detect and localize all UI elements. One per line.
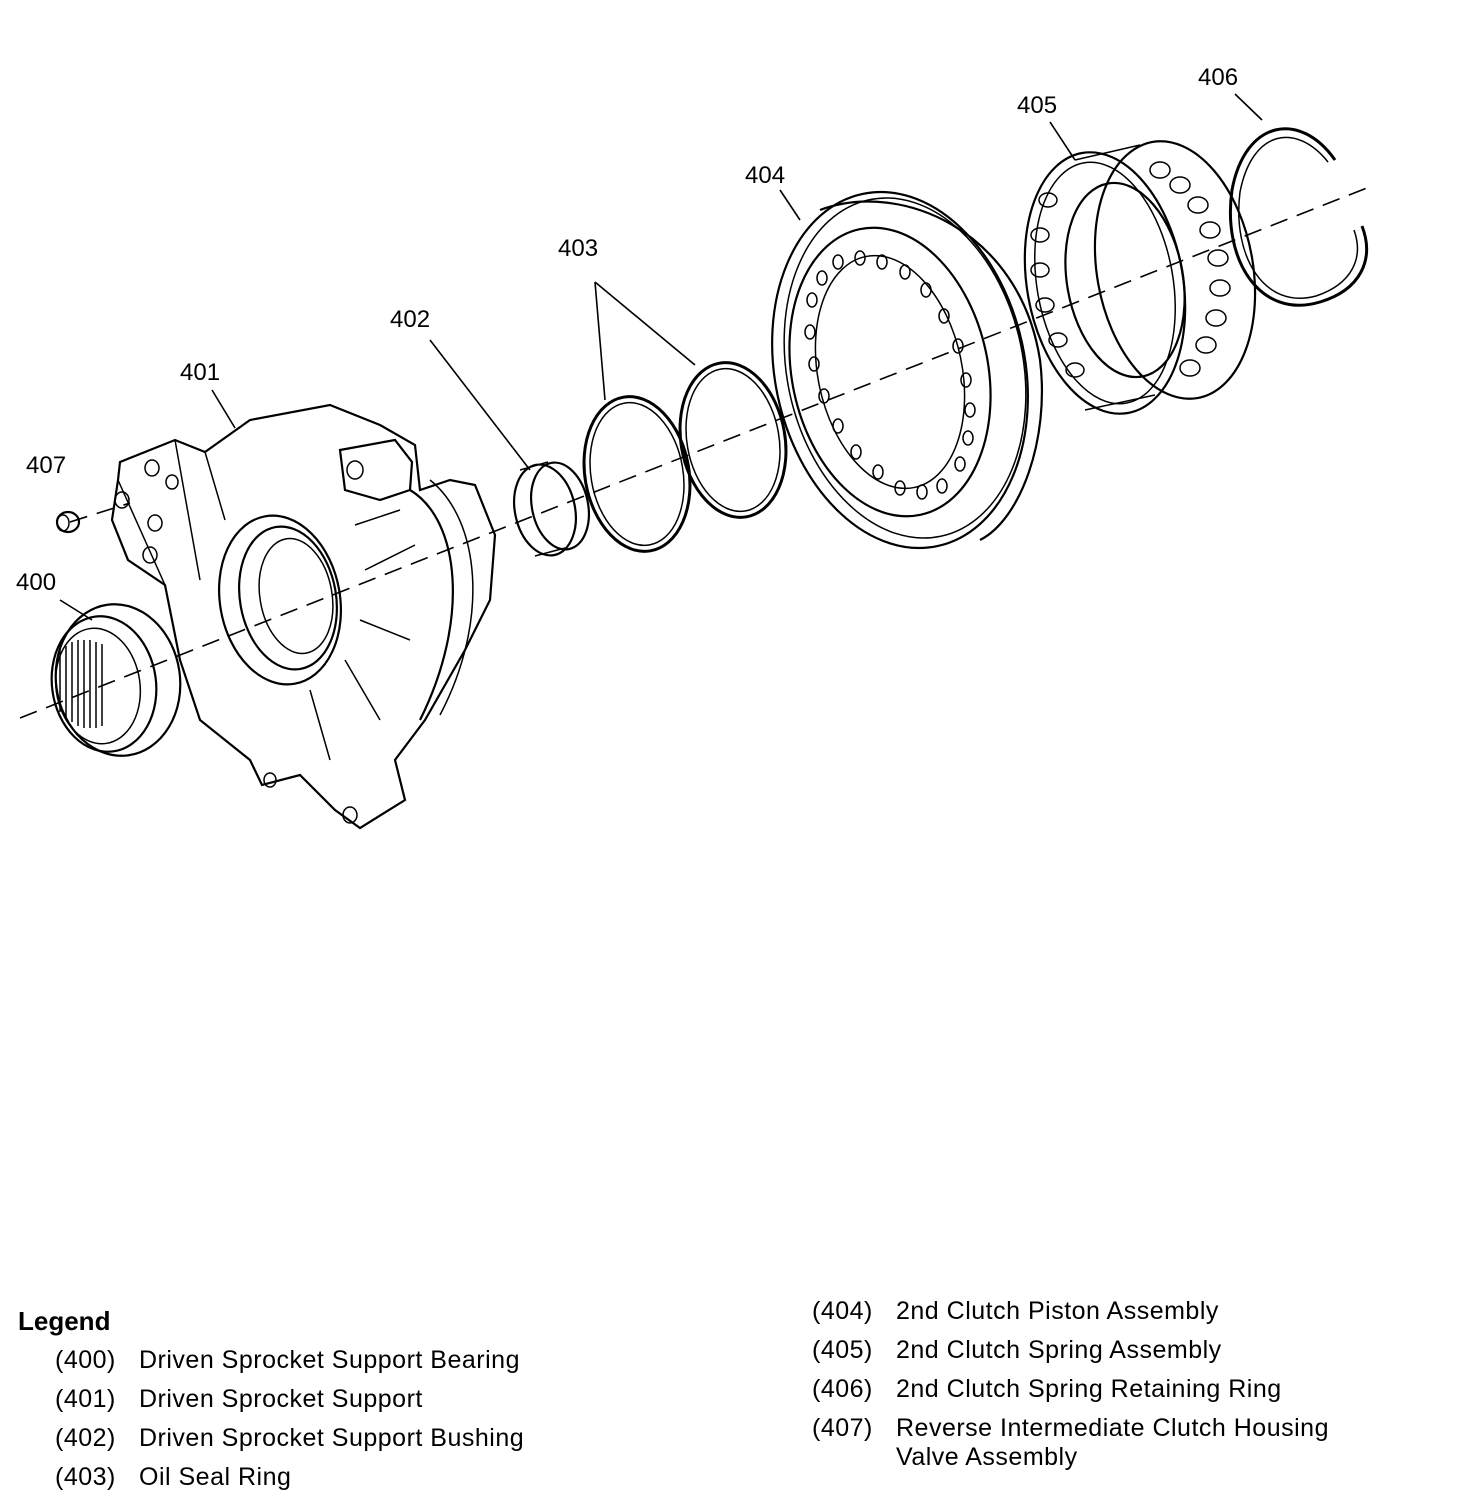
leader-403b [594,281,696,366]
legend-code: (404) [812,1297,873,1325]
legend-code: (403) [55,1463,116,1491]
legend-desc: 2nd Clutch Spring Assembly [896,1336,1222,1364]
callout-400: 400 [16,569,56,596]
part-403-oil-seal-rings [582,361,788,553]
part-407-valve [55,510,81,534]
part-404-piston [771,190,1044,550]
callout-405: 405 [1017,92,1057,119]
legend-desc-continued: Valve Assembly [896,1443,1078,1471]
legend-item-405: (405) 2nd Clutch Spring Assembly [812,1336,1222,1365]
part-402-bushing [513,461,590,557]
leader-405 [1049,121,1076,161]
leader-400 [59,599,93,621]
center-axis [19,185,1373,719]
legend-item-407: (407) Reverse Intermediate Clutch Housing… [812,1414,1329,1472]
part-401-support [110,403,497,830]
legend-code: (407) [812,1414,873,1442]
leader-403a [594,281,606,401]
legend-item-404: (404) 2nd Clutch Piston Assembly [812,1297,1219,1326]
part-400-bearing [50,603,182,757]
legend-code: (400) [55,1346,116,1374]
legend-item-402: (402) Driven Sprocket Support Bushing [55,1424,524,1453]
legend-desc: Oil Seal Ring [139,1463,292,1491]
callout-402: 402 [390,306,430,333]
leader-406 [1234,93,1263,121]
leader-404 [779,189,801,221]
legend-item-400: (400) Driven Sprocket Support Bearing [55,1346,520,1375]
legend-desc: 2nd Clutch Spring Retaining Ring [896,1375,1282,1403]
callout-401: 401 [180,359,220,386]
legend-desc: Driven Sprocket Support [139,1385,423,1413]
spring-coils [1030,161,1231,378]
legend-title: Legend [18,1306,111,1336]
piston-holes [804,250,976,500]
callout-407: 407 [26,452,66,479]
legend-item-406: (406) 2nd Clutch Spring Retaining Ring [812,1375,1282,1404]
legend-desc: 2nd Clutch Piston Assembly [896,1297,1219,1325]
part-405-spring-assembly [1023,140,1257,415]
legend-desc: Reverse Intermediate Clutch Housing [896,1414,1329,1442]
legend-item-403: (403) Oil Seal Ring [55,1463,291,1492]
callout-403: 403 [558,235,598,262]
callout-404: 404 [745,162,785,189]
part-406-retaining-ring [1228,127,1368,307]
legend-code: (402) [55,1424,116,1452]
leader-402 [429,339,531,471]
callout-406: 406 [1198,64,1238,91]
legend-desc: Driven Sprocket Support Bearing [139,1346,520,1374]
legend-code: (406) [812,1375,873,1403]
valve-axis [69,502,131,523]
exploded-view-drawing: 400 401 402 403 404 405 406 407 [16,64,1373,830]
legend-desc: Driven Sprocket Support Bushing [139,1424,525,1452]
legend-code: (401) [55,1385,116,1413]
leader-401 [211,389,236,429]
legend-item-401: (401) Driven Sprocket Support [55,1385,423,1414]
legend-code: (405) [812,1336,873,1364]
